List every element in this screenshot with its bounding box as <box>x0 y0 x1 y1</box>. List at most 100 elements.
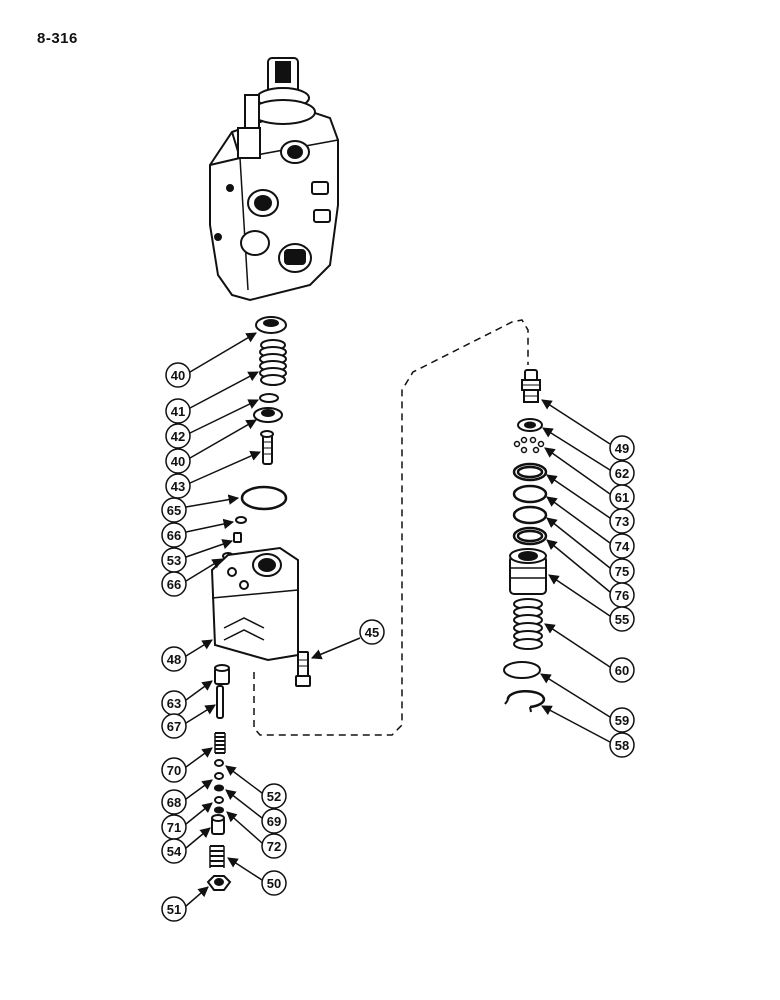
callout-50: 50 <box>227 857 287 896</box>
callout-74: 74 <box>546 496 635 559</box>
spool-bolt <box>260 430 274 465</box>
callout-43: 43 <box>165 451 261 499</box>
callout-59: 59 <box>540 673 635 733</box>
o-ring-2 <box>512 505 548 525</box>
callout-65: 65 <box>161 494 240 523</box>
callout-label: 63 <box>167 696 181 711</box>
callout-label: 60 <box>615 663 629 678</box>
callout-75: 75 <box>546 517 635 584</box>
callout-49: 49 <box>541 399 635 461</box>
callout-label: 73 <box>615 514 629 529</box>
callout-label: 51 <box>167 902 181 917</box>
callout-71: 71 <box>161 802 213 840</box>
callout-label: 53 <box>167 553 181 568</box>
callout-label: 49 <box>615 441 629 456</box>
detent-ring-small <box>214 784 224 792</box>
adjusting-screw <box>209 845 225 868</box>
disc-plug <box>503 661 541 679</box>
spring-seat-top <box>255 316 287 334</box>
detent-sleeve <box>214 664 230 685</box>
callout-label: 42 <box>171 429 185 444</box>
snap-ring <box>504 689 546 713</box>
spacer-washer <box>259 393 279 403</box>
callout-63: 63 <box>161 680 213 716</box>
callout-label: 76 <box>615 588 629 603</box>
backup-ring-1 <box>512 462 548 482</box>
callout-69: 69 <box>225 789 287 834</box>
balls-ring <box>513 436 545 454</box>
callout-label: 58 <box>615 738 629 753</box>
callout-label: 67 <box>167 719 181 734</box>
callout-label: 48 <box>167 652 181 667</box>
jam-nut <box>206 875 232 891</box>
callout-51: 51 <box>161 886 209 922</box>
callout-58: 58 <box>541 705 635 758</box>
callout-55: 55 <box>548 574 635 632</box>
detent-ball-lower <box>214 796 224 804</box>
callout-label: 50 <box>267 876 281 891</box>
page-number: 8-316 <box>37 30 78 47</box>
callout-52: 52 <box>225 765 287 809</box>
callout-label: 62 <box>615 466 629 481</box>
callout-42: 42 <box>165 399 259 449</box>
callout-label: 59 <box>615 713 629 728</box>
callout-label: 40 <box>171 368 185 383</box>
spring-seat-bottom <box>253 407 283 423</box>
callout-41: 41 <box>165 371 259 424</box>
detent-plug <box>211 814 225 835</box>
callout-label: 52 <box>267 789 281 804</box>
callout-label: 66 <box>167 577 181 592</box>
callout-72: 72 <box>226 811 287 859</box>
callout-66-lower: 66 <box>161 558 223 597</box>
callout-66-upper: 66 <box>161 518 235 548</box>
callout-label: 71 <box>167 820 181 835</box>
detent-pin <box>216 685 224 719</box>
callout-label: 45 <box>365 625 379 640</box>
relief-valve-cartridge <box>521 369 541 403</box>
callout-61: 61 <box>544 447 635 510</box>
detent-ball-top <box>214 759 224 767</box>
callout-label: 55 <box>615 612 629 627</box>
callout-70: 70 <box>161 747 213 783</box>
callout-label: 70 <box>167 763 181 778</box>
callout-48: 48 <box>161 639 213 672</box>
callout-label: 65 <box>167 503 181 518</box>
plug-small <box>233 532 242 543</box>
valve-section-housing <box>209 57 339 302</box>
callout-label: 68 <box>167 795 181 810</box>
backup-washer <box>517 418 543 432</box>
detent-ball-middle <box>214 772 224 780</box>
o-ring-large <box>240 485 288 511</box>
o-ring-small-upper <box>235 516 247 524</box>
detent-spring <box>214 732 226 754</box>
callout-40-lower: 40 <box>165 419 257 474</box>
backup-ring-2 <box>512 526 548 546</box>
callout-73: 73 <box>546 474 635 534</box>
callout-62: 62 <box>542 427 635 486</box>
callout-60: 60 <box>544 623 635 683</box>
callout-45: 45 <box>311 619 385 660</box>
o-ring-1 <box>512 484 548 504</box>
callout-label: 43 <box>171 479 185 494</box>
callout-label: 54 <box>167 844 182 859</box>
callout-label: 41 <box>171 404 185 419</box>
callout-54: 54 <box>161 827 211 864</box>
callout-67: 67 <box>161 704 216 739</box>
detent-ring-lower <box>214 806 224 814</box>
callout-label: 75 <box>615 564 629 579</box>
callout-68: 68 <box>161 779 213 815</box>
relief-spring <box>513 598 543 650</box>
spool-spring <box>259 339 287 386</box>
callout-label: 40 <box>171 454 185 469</box>
end-cap-housing <box>210 546 299 662</box>
callout-label: 61 <box>615 490 629 505</box>
piston <box>509 548 547 595</box>
callout-label: 66 <box>167 528 181 543</box>
callout-40-upper: 40 <box>165 332 257 388</box>
callout-label: 69 <box>267 814 281 829</box>
callout-label: 72 <box>267 839 281 854</box>
dashed-routing-line <box>253 319 529 736</box>
cap-screw <box>295 651 311 687</box>
callout-label: 74 <box>615 539 630 554</box>
